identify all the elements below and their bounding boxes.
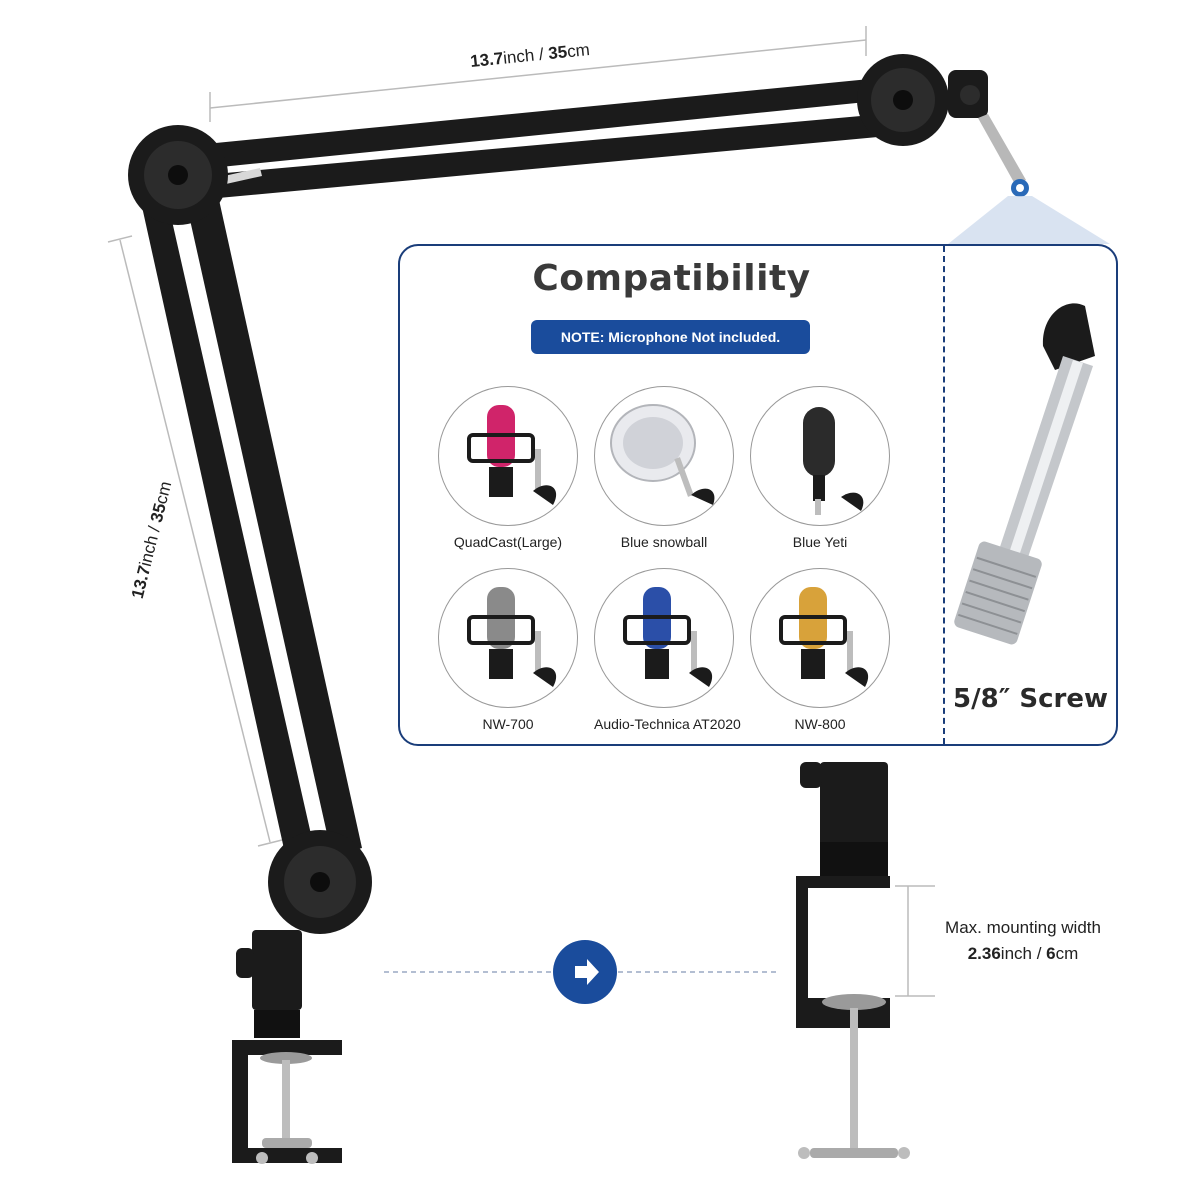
mic-image	[438, 386, 578, 526]
nw700-icon	[467, 587, 557, 687]
mic-image	[594, 386, 734, 526]
top-arm-cm-value: 35	[547, 42, 569, 64]
top-arm-cm-unit: cm	[566, 39, 591, 62]
mic-label: NW-700	[482, 716, 534, 732]
mounting-width-bracket	[895, 885, 935, 997]
mic-label: NW-800	[794, 716, 846, 732]
mic-label: Blue Yeti	[792, 534, 848, 550]
mic-image	[594, 568, 734, 708]
mic-label: Audio-Technica AT2020	[594, 716, 741, 732]
blue-snowball-icon	[610, 404, 715, 505]
screw-label: 5/8″ Screw	[953, 684, 1108, 714]
screw-icon	[954, 303, 1095, 645]
mic-item-nw800: NW-800	[750, 568, 890, 732]
mic-label: QuadCast(Large)	[453, 534, 563, 550]
right-clamp	[796, 762, 910, 1159]
note-badge: NOTE: Microphone Not included.	[531, 320, 810, 354]
top-dimension-line	[209, 26, 867, 122]
mounting-width-value: 2.36inch / 6cm	[933, 941, 1113, 967]
top-right-joint	[857, 54, 988, 146]
nw800-icon	[779, 587, 869, 687]
mic-item-at2020: Audio-Technica AT2020	[594, 568, 741, 732]
mounting-width-sep: /	[1031, 944, 1047, 963]
mic-item-hyperx-quadcast: QuadCast(Large)	[438, 386, 578, 550]
upper-arm	[165, 76, 910, 202]
blue-yeti-icon	[803, 407, 864, 515]
arrow-button	[553, 940, 617, 1004]
left-clamp	[232, 930, 342, 1164]
mounting-width-cm-unit: cm	[1055, 944, 1079, 963]
mic-image	[750, 386, 890, 526]
compatibility-title: Compatibility	[532, 258, 811, 299]
hyperx-quadcast-icon	[467, 405, 557, 505]
top-arm-inch-unit: inch	[502, 45, 536, 68]
top-left-joint	[128, 125, 228, 225]
lower-arm	[135, 168, 362, 858]
mounting-width-info: Max. mounting width 2.36inch / 6cm	[933, 915, 1113, 967]
top-arm-inch-value: 13.7	[469, 48, 505, 72]
side-dimension-line	[107, 235, 283, 847]
mic-image	[750, 568, 890, 708]
mic-item-blue-yeti: Blue Yeti	[750, 386, 890, 550]
panel-divider	[943, 246, 945, 744]
mic-holder-rod	[948, 114, 1110, 244]
mounting-width-label: Max. mounting width	[945, 918, 1101, 937]
compatibility-panel: Compatibility NOTE: Microphone Not inclu…	[398, 244, 1118, 746]
mic-item-nw700: NW-700	[438, 568, 578, 732]
arrow-right-icon	[575, 959, 599, 985]
at2020-icon	[623, 587, 713, 687]
mic-item-blue-snowball: Blue snowball	[594, 386, 734, 550]
bottom-joint	[268, 830, 372, 934]
mic-image	[438, 568, 578, 708]
mounting-width-cm-value: 6	[1046, 944, 1056, 963]
mic-label: Blue snowball	[620, 534, 708, 550]
mounting-width-inch-value: 2.36	[967, 944, 1001, 963]
side-arm-cm-unit: cm	[151, 479, 176, 506]
mounting-width-inch-unit: inch	[1000, 944, 1032, 963]
